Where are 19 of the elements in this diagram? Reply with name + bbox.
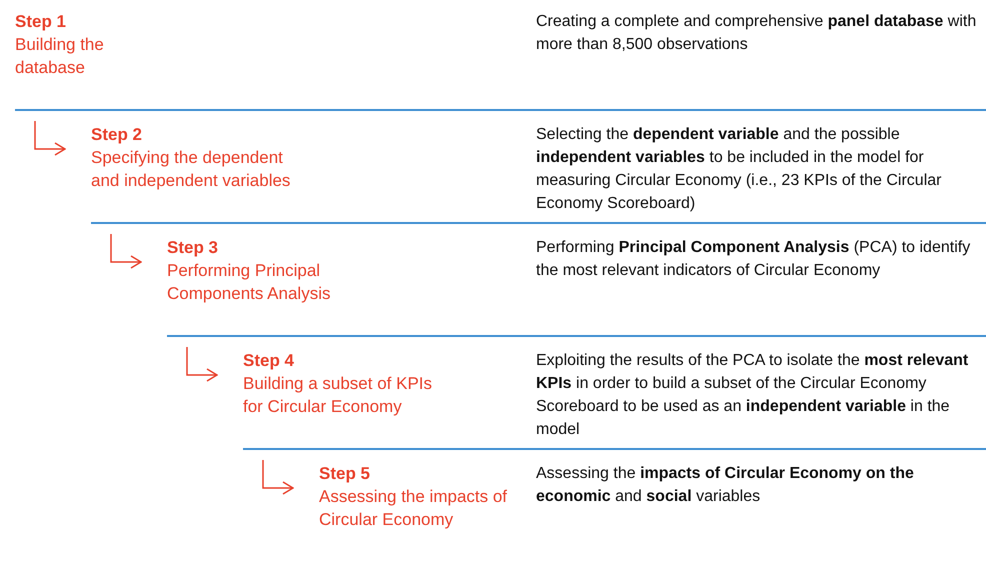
step-heading: Step 1 — [15, 11, 68, 33]
step-description: Assessing the impacts of Circular Economy on the economic and social variables — [536, 464, 915, 507]
step-title: Performing Principal Components Analysis — [167, 260, 332, 305]
step-description: Exploiting the results of the PCA to isolate the most relevant KPIs in order to build a subset of the Circular Economy Scoreboard to be used as an independent variable in the model — [536, 351, 970, 440]
step-heading: Step 5 — [319, 463, 372, 485]
bent-arrow — [34, 121, 66, 156]
step-heading: Step 3 — [167, 237, 220, 259]
bent-arrow — [262, 460, 294, 495]
step-heading: Step 4 — [243, 350, 296, 372]
bent-arrow — [186, 347, 218, 382]
step-title: Assessing the impacts of Circular Economy — [319, 486, 508, 531]
step-description: Selecting the dependent variable and the possible independent variables to be included in the model for measuring Circular Economy (i.e., 23 KPIs of the Circular Economy Scoreboard) — [536, 125, 942, 214]
bent-arrow — [110, 234, 142, 269]
step-title: Specifying the dependent and independent variables — [91, 147, 292, 192]
step-title: Building the database — [15, 34, 105, 79]
step-title: Building a subset of KPIs for Circular Economy — [243, 373, 434, 418]
step-description: Performing Principal Component Analysis (PCA) to identify the most relevant indicators of Circular Economy — [536, 238, 972, 281]
step-heading: Step 2 — [91, 124, 144, 146]
step-description: Creating a complete and comprehensive panel database with more than 8,500 observations — [536, 12, 978, 55]
